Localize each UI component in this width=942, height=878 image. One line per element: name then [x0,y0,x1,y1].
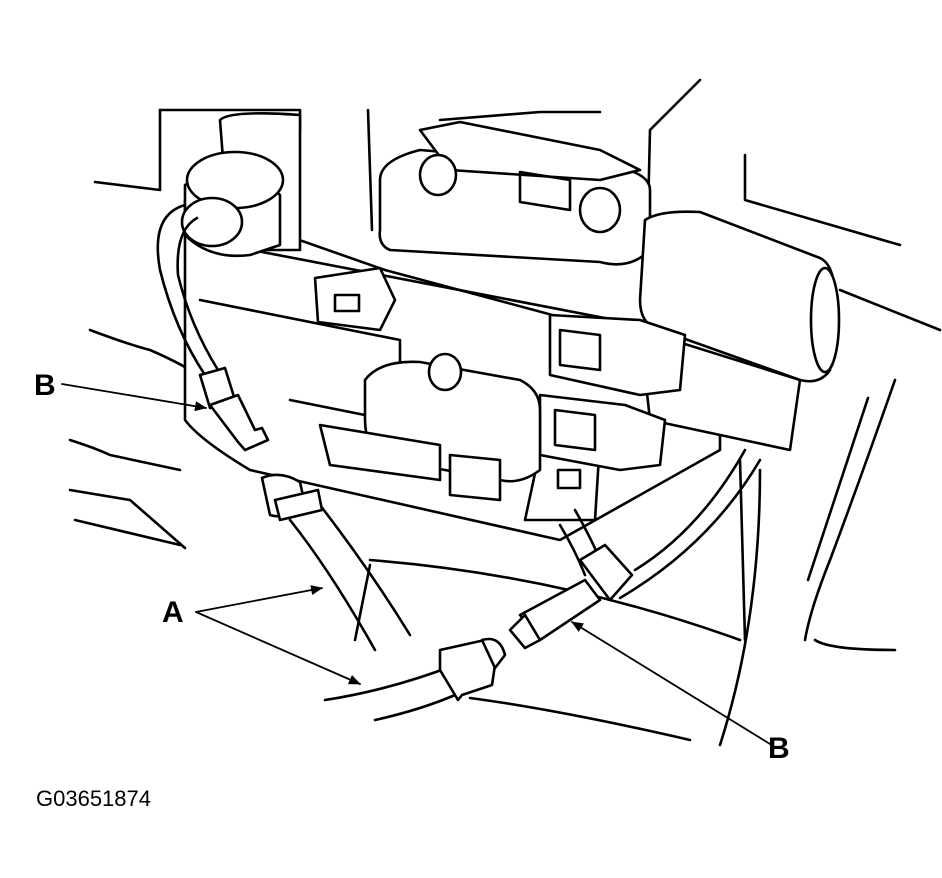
leader-a-lower [195,611,361,685]
fuel-hose-right [508,448,762,650]
callout-a: A [162,596,184,629]
callout-b-right: B [768,732,790,765]
callout-b-left: B [34,369,56,402]
fuel-hose-left [156,203,270,452]
leader-a-upper [195,585,323,613]
fuel-pipe-a-upper [260,473,412,652]
leader-b-right [571,621,771,745]
banjo-bolt [180,150,285,258]
lower-injector-block [318,352,542,502]
injector-housing-top [378,120,652,266]
leader-lines [61,383,771,745]
leader-b-left [61,383,207,412]
figure-code: G03651874 [36,786,151,811]
electrical-connectors [538,313,687,472]
fuel-pipe-a-lower [323,637,692,742]
